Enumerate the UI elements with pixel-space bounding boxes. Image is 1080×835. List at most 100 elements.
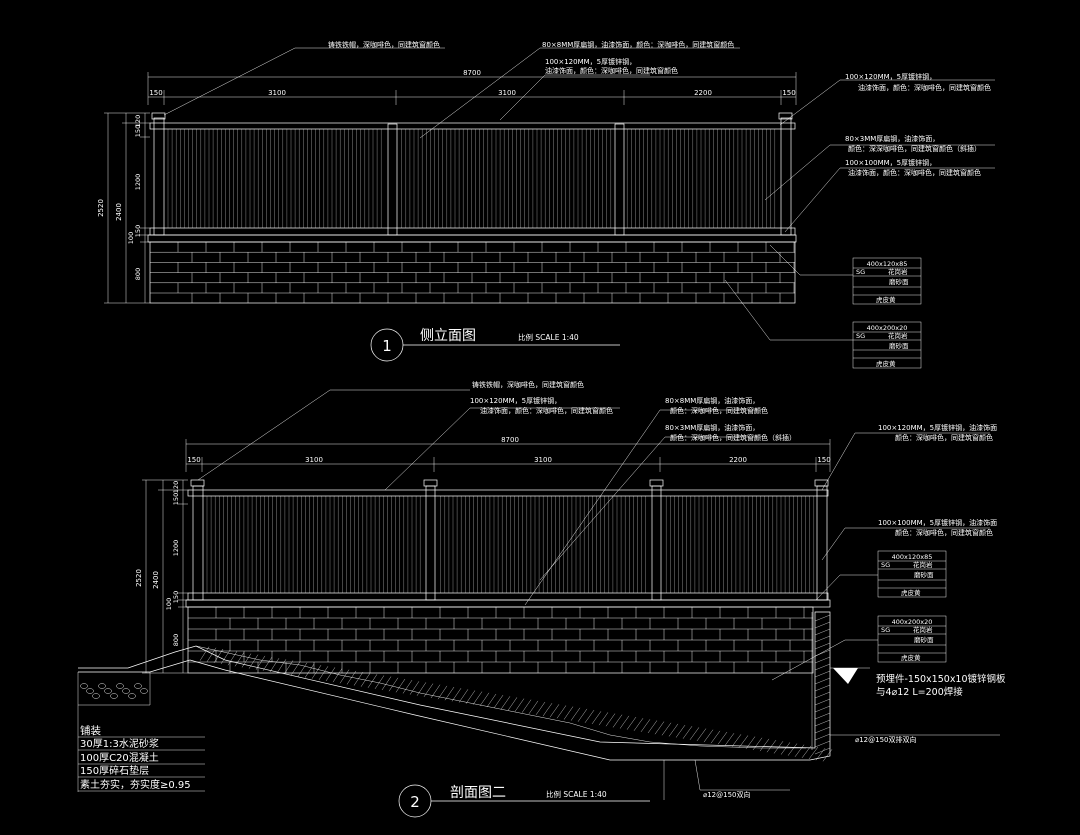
hatch-line bbox=[814, 628, 831, 636]
view2-foundation-hatch bbox=[199, 614, 833, 762]
spec-finish: 磨砂面 bbox=[889, 277, 909, 286]
spec-material: 花岗岩 bbox=[913, 625, 933, 634]
view2-title: 剖面图二 bbox=[450, 785, 506, 801]
hatch-line bbox=[724, 733, 735, 746]
view2-dim-span: 3100 bbox=[305, 456, 323, 464]
spec-size: 400x200x20 bbox=[892, 618, 933, 626]
view1-spec-box-b: 400x200x20 SG 花岗岩 磨砂面 虎皮黄 bbox=[770, 321, 922, 369]
hatch-line bbox=[549, 704, 560, 718]
hatch-line bbox=[556, 705, 567, 719]
spec-material: 花岗岩 bbox=[888, 267, 908, 276]
hatch-line bbox=[780, 742, 791, 755]
gravel-stone bbox=[134, 683, 142, 689]
hatch-line bbox=[619, 715, 630, 729]
hatch-line bbox=[814, 712, 831, 720]
spec-finish: 磨砂面 bbox=[914, 635, 934, 644]
hatch-line bbox=[339, 669, 350, 684]
view1-top-rail bbox=[149, 122, 796, 130]
hatch-line bbox=[479, 692, 490, 707]
view2-note: 100×100MM，5厚镀锌钢，油漆饰面 bbox=[878, 518, 997, 527]
hatch-line bbox=[675, 724, 686, 738]
hatch-line bbox=[297, 662, 308, 677]
view1-note: 油漆饰面，颜色：深咖啡色，同建筑窗颜色 bbox=[848, 168, 981, 177]
hatch-line bbox=[814, 698, 831, 706]
hatch-line bbox=[416, 682, 427, 696]
view2-note: 100×120MM，5厚镀锌钢， bbox=[470, 396, 561, 405]
hatch-line bbox=[710, 730, 721, 744]
hatch-line bbox=[199, 646, 210, 661]
view2-number: 2 bbox=[410, 793, 420, 811]
hatch-line bbox=[437, 685, 448, 700]
hatch-line bbox=[521, 699, 532, 713]
view1-number: 1 bbox=[382, 337, 392, 355]
view1-dim-vert: 120 bbox=[134, 115, 142, 127]
view1-dim-vert: 2520 bbox=[97, 199, 105, 217]
embed-note: 预埋件-150x150x10镀锌钢板 bbox=[876, 673, 1006, 685]
hatch-line bbox=[668, 723, 679, 737]
hatch-line bbox=[633, 718, 644, 731]
view2-slope-outline bbox=[77, 611, 831, 800]
hatch-line bbox=[374, 675, 385, 690]
spec-code: SG bbox=[856, 268, 865, 276]
view2-note: 铸铁铁帽，深咖啡色，同建筑窗颜色 bbox=[472, 380, 584, 389]
view1-dim-vert: 150 bbox=[134, 125, 142, 137]
view2-dim-span: 150 bbox=[817, 456, 830, 464]
view2-note: 油漆饰面，颜色：深咖啡色，同建筑窗颜色 bbox=[480, 406, 613, 415]
view1-dim-span: 2200 bbox=[694, 89, 712, 97]
view2-dim-total: 8700 bbox=[501, 436, 519, 444]
spec-size: 400x120x85 bbox=[892, 553, 933, 561]
hatch-line bbox=[283, 660, 294, 675]
hatch-line bbox=[814, 747, 831, 755]
spec-size: 400x120x85 bbox=[867, 260, 908, 268]
hatch-line bbox=[381, 676, 392, 691]
hatch-line bbox=[500, 696, 511, 710]
hatch-line bbox=[535, 701, 546, 716]
hatch-line bbox=[248, 654, 259, 669]
hatch-line bbox=[731, 734, 742, 747]
hatch-line bbox=[395, 678, 406, 693]
gravel-stone bbox=[80, 683, 88, 689]
view1-note: 100×120MM，5厚镀锌钢， bbox=[845, 72, 936, 81]
view2-post-cap bbox=[814, 479, 829, 487]
view1-stone-wall bbox=[150, 242, 795, 303]
hatch-line bbox=[605, 713, 616, 727]
view2-spec-box-a: 400x120x85 SG 花岗岩 磨砂面 虎皮黄 bbox=[877, 550, 947, 598]
hatch-line bbox=[814, 740, 831, 748]
view2-dim-span: 3100 bbox=[534, 456, 552, 464]
hatch-line bbox=[234, 652, 245, 667]
view2-dim-vert: 150 bbox=[172, 493, 180, 505]
view2-gravel-bed bbox=[80, 683, 148, 699]
paving-line: 铺装 bbox=[80, 724, 101, 737]
hatch-line bbox=[227, 651, 238, 666]
hatch-line bbox=[423, 683, 434, 697]
hatch-line bbox=[213, 648, 224, 664]
hatch-line bbox=[808, 746, 819, 760]
hatch-line bbox=[262, 656, 273, 671]
hatch-line bbox=[759, 738, 770, 752]
embed-marker-icon bbox=[833, 668, 858, 684]
hatch-line bbox=[311, 664, 322, 679]
hatch-line bbox=[388, 677, 399, 692]
view2-post bbox=[816, 485, 828, 601]
spec-code: SG bbox=[881, 561, 890, 569]
view1-title: 侧立面图 bbox=[420, 328, 476, 344]
view1-note: 100×120MM，5厚镀锌钢， bbox=[545, 57, 636, 66]
hatch-line bbox=[458, 689, 469, 703]
hatch-line bbox=[814, 733, 831, 741]
view2-post bbox=[651, 485, 662, 601]
hatch-line bbox=[814, 691, 831, 699]
hatch-line bbox=[409, 681, 420, 695]
hatch-line bbox=[682, 726, 693, 739]
spec-color: 虎皮黄 bbox=[876, 359, 896, 368]
spec-material: 花岗岩 bbox=[888, 331, 908, 340]
view1-spec-box-a: 400x120x85 SG 花岗岩 磨砂面 虎皮黄 bbox=[800, 257, 922, 305]
hatch-line bbox=[367, 674, 378, 688]
view2-dim-vert: 2520 bbox=[135, 569, 143, 587]
hatch-line bbox=[430, 684, 441, 699]
view2-dim-vert: 800 bbox=[172, 634, 180, 646]
view2-note: 100×120MM，5厚镀锌钢，油漆饰面 bbox=[878, 423, 997, 432]
hatch-line bbox=[493, 694, 504, 709]
hatch-line bbox=[794, 744, 805, 757]
view2-dim-span: 150 bbox=[187, 456, 200, 464]
spec-code: SG bbox=[881, 626, 890, 634]
